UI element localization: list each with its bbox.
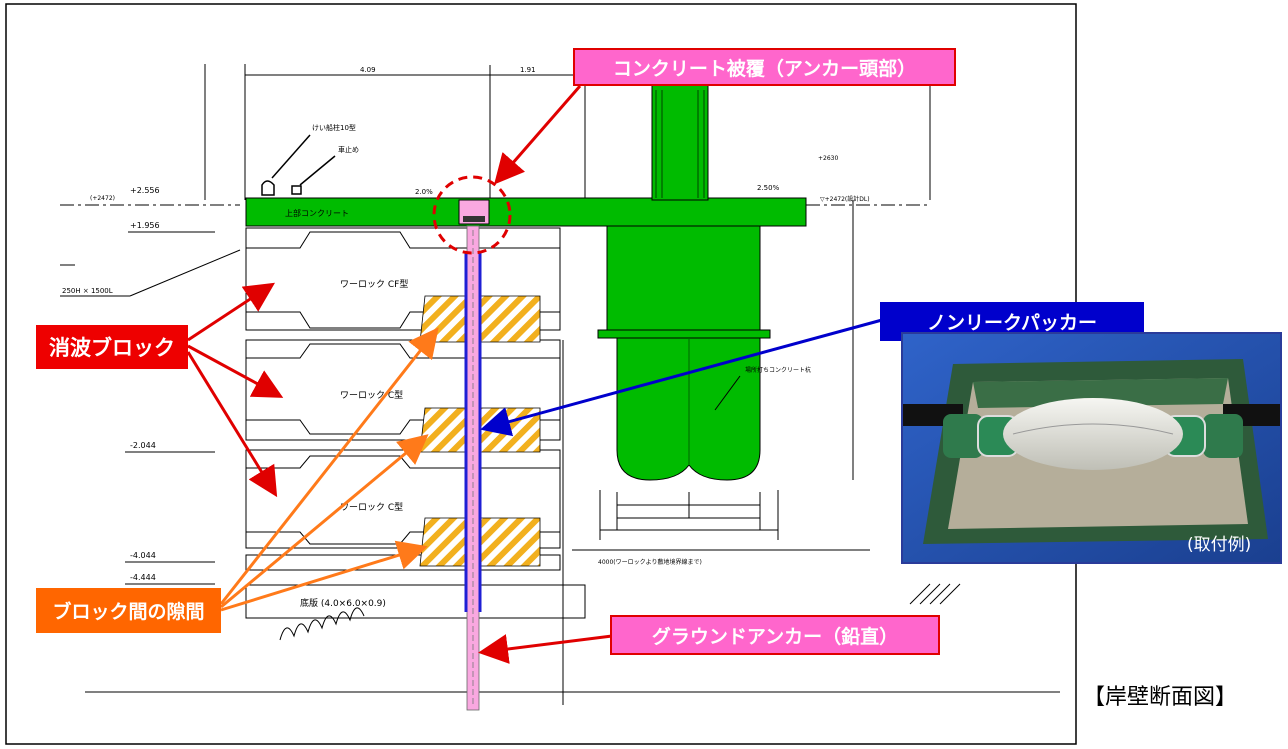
boundary-note: 4000(ワーロックより敷地境界線まで) xyxy=(598,558,702,566)
level-label-1: +2.556 xyxy=(130,186,160,195)
figure-caption: 【岸壁断面図】 xyxy=(1083,685,1238,710)
level-label-4: -4.044 xyxy=(130,551,156,560)
level-note: (+2472) xyxy=(90,195,115,202)
photo-caption: (取付例) xyxy=(1187,535,1252,555)
pile-cap xyxy=(606,225,761,334)
block-c2-label: ワーロック C型 xyxy=(340,502,403,513)
top-dimensions xyxy=(204,64,931,200)
callout-wave-block: 消波ブロック xyxy=(36,325,188,369)
column-rebar xyxy=(655,90,705,198)
base-plate-label: 底版 (4.0×6.0×0.9) xyxy=(300,597,386,609)
upper-concrete xyxy=(245,197,807,227)
stopper-label: 車止め xyxy=(338,145,359,154)
callout-concrete-cover: コンクリート被覆（アンカー頭部） xyxy=(573,48,956,86)
orange-arrows xyxy=(219,327,439,612)
dim-top-1: 4.09 xyxy=(360,66,376,74)
block-c1-label: ワーロック C型 xyxy=(340,390,403,401)
callout-ground-anchor: グラウンドアンカー（鉛直） xyxy=(610,615,940,655)
pile-dimensions xyxy=(572,490,870,551)
beam-label: 250H × 1500L xyxy=(62,287,113,295)
ground-symbols xyxy=(279,583,961,641)
packer-photo-image xyxy=(903,334,1280,562)
bollard-label: けい船柱10型 xyxy=(312,123,356,132)
right-level: +2630 xyxy=(818,155,838,162)
block-cf-label: ワーロック CF型 xyxy=(340,279,408,290)
level-label-2: +1.956 xyxy=(130,221,160,230)
upper-concrete-label: 上部コンクリート xyxy=(285,208,349,218)
slope-right: 2.50% xyxy=(757,184,780,192)
slope-left: 2.0% xyxy=(415,188,433,196)
packer-photo xyxy=(901,332,1282,564)
upper-column xyxy=(651,84,709,201)
anchor-head-highlight xyxy=(432,175,512,255)
anchor-head-plate xyxy=(463,216,485,222)
right-plan-level: ▽+2472(設計DL) xyxy=(820,195,870,203)
level-label-3: -2.044 xyxy=(130,441,156,450)
pile-note: 場所打ちコンクリート杭 xyxy=(745,366,811,374)
blue-arrow xyxy=(480,318,883,437)
level-lines xyxy=(60,204,1060,693)
red-arrows xyxy=(186,85,613,664)
level-label-5: -4.444 xyxy=(130,573,156,582)
bollard-leader xyxy=(261,134,336,196)
pile-collar xyxy=(597,329,771,339)
dim-top-2: 1.91 xyxy=(520,66,536,74)
callout-block-gap: ブロック間の隙間 xyxy=(36,588,221,633)
